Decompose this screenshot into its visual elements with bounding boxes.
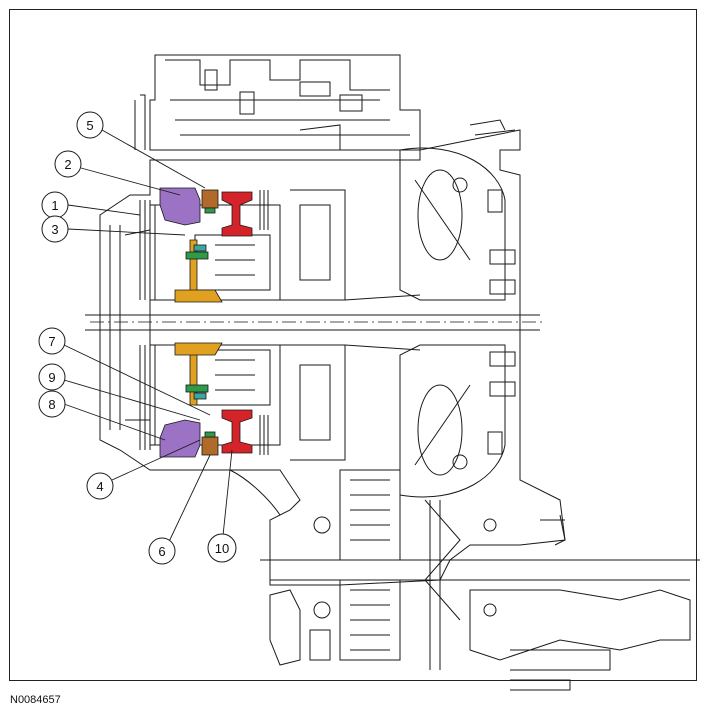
diagram-frame: [9, 9, 697, 681]
callout-9: 9: [38, 363, 66, 391]
callout-10: 10: [207, 533, 237, 563]
callout-6: 6: [148, 537, 176, 565]
callout-2: 2: [54, 150, 82, 178]
teal-seal-1: [193, 244, 207, 252]
green-seal-1: [185, 251, 209, 260]
red-hub-upper: [221, 191, 253, 237]
case-outline: [99, 129, 566, 586]
green-seal-2: [185, 384, 209, 393]
callout-label: 7: [48, 334, 55, 349]
red-hub-lower: [221, 409, 253, 454]
callout-4: 4: [86, 472, 114, 500]
callout-label: 10: [215, 541, 229, 556]
callout-label: 2: [64, 157, 71, 172]
teal-seal-2: [193, 392, 207, 400]
transfer-gears: [339, 469, 401, 561]
callout-label: 5: [86, 118, 93, 133]
purple-piston-upper: [159, 187, 201, 226]
callout-label: 6: [158, 544, 165, 559]
valve-body-outline: [149, 54, 421, 151]
callout-5: 5: [76, 111, 104, 139]
callout-1: 1: [41, 191, 69, 219]
figure-id-label: N0084657: [10, 694, 61, 706]
callout-3: 3: [41, 215, 69, 243]
callout-label: 3: [51, 222, 58, 237]
callout-label: 9: [48, 370, 55, 385]
callout-7: 7: [38, 327, 66, 355]
callout-label: 4: [96, 479, 103, 494]
callout-8: 8: [38, 390, 66, 418]
brown-plates-lower: [201, 436, 219, 456]
orange-drum-upper: [174, 239, 223, 303]
purple-piston-lower: [159, 419, 201, 458]
brown-plates-upper: [201, 189, 219, 209]
callout-label: 1: [51, 198, 58, 213]
input-shaft: [85, 314, 540, 331]
callout-label: 8: [48, 397, 55, 412]
torque-converter: [399, 147, 506, 301]
